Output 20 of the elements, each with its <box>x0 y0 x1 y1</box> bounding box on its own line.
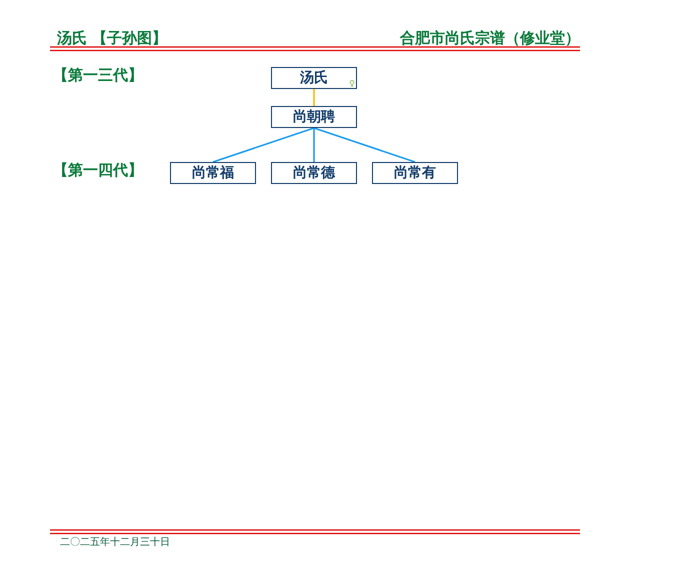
connector-line <box>314 127 416 163</box>
name-box <box>271 67 357 89</box>
connector-line <box>313 89 315 106</box>
person-name: 尚朝聘 <box>293 109 335 125</box>
person-name: 尚常有 <box>394 165 436 181</box>
date-text: 二〇二五年十二月三十日 <box>60 537 170 549</box>
page-title: 汤氏 【子孙图】 <box>57 29 168 47</box>
person-name: 尚常福 <box>192 165 234 181</box>
person-name: 汤氏 <box>300 70 328 86</box>
person-name: 尚常德 <box>293 165 335 181</box>
gender-symbol: ♀ <box>349 79 355 88</box>
page-heading: 合肥市尚氏宗谱（修业堂） <box>400 29 580 47</box>
name-box <box>372 162 458 184</box>
connector-line <box>212 127 314 163</box>
connector-line <box>313 128 315 162</box>
name-box <box>170 162 256 184</box>
generation-label: 【第一四代】 <box>53 161 143 179</box>
name-box <box>271 162 357 184</box>
name-box <box>271 106 357 128</box>
generation-label: 【第一三代】 <box>53 66 143 84</box>
